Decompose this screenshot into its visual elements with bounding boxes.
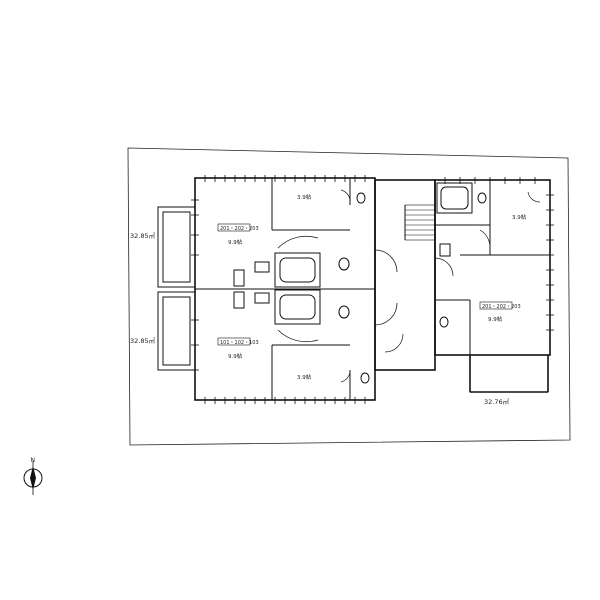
room-area-label: 9.9帖: [228, 352, 243, 360]
balcony-area-label: 32.85㎡: [130, 336, 156, 345]
wall-studs: [191, 175, 554, 404]
unit-label: 201・202・203: [482, 304, 521, 310]
room-area-label: 9.9帖: [228, 238, 243, 246]
unit-label: 201・202・203: [220, 226, 259, 232]
room-area-label: 9.9帖: [488, 315, 503, 323]
interior-partitions: [195, 178, 550, 400]
unit-label-box: [217, 337, 251, 346]
site-boundary: [127, 147, 571, 446]
unit-label: 101・102・103: [220, 340, 259, 346]
stair: [404, 204, 436, 241]
north-arrow-icon: N: [23, 457, 43, 495]
door-swings: [277, 189, 541, 383]
balcony-area-label: 32.76㎡: [484, 397, 510, 406]
unit-label-box: [479, 301, 513, 310]
north-label: N: [31, 457, 36, 464]
room-area-label: 3.9帖: [512, 213, 527, 221]
room-area-label: 3.9帖: [297, 193, 312, 201]
balconies: [157, 206, 549, 393]
balcony-area-label: 32.85㎡: [130, 231, 156, 240]
unit-label-box: [217, 223, 251, 232]
bathroom-fixtures: [233, 182, 487, 384]
room-area-label: 3.9帖: [297, 373, 312, 381]
